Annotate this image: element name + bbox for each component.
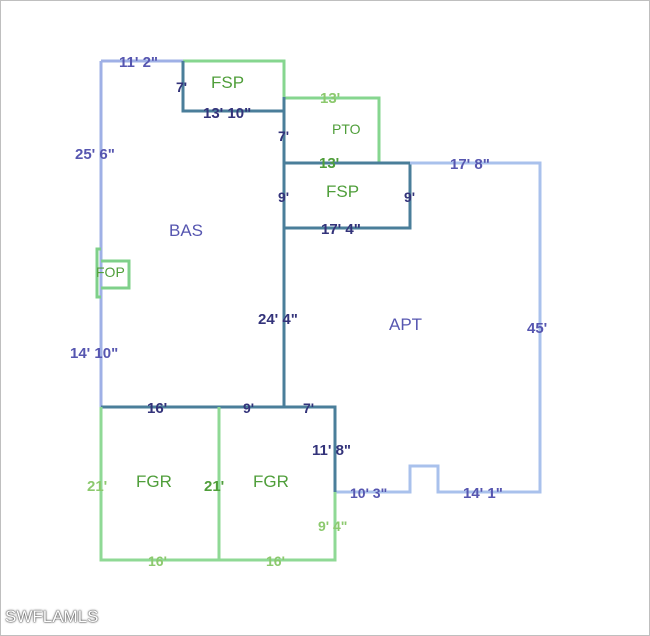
dim-fgr-left-side: 21' — [87, 478, 107, 495]
dim-top-left: 11' 2" — [119, 54, 158, 71]
room-label-pto: PTO — [332, 121, 361, 137]
room-label-fop: FOP — [96, 264, 125, 280]
dim-fgr-middle: 21' — [204, 478, 224, 495]
watermark: SWFLAMLS — [5, 607, 99, 626]
bas-apt-wall — [101, 97, 337, 492]
dim-apt-bottom-left: 7' — [303, 400, 314, 416]
dim-apt-bottom-mid: 10' 3" — [350, 485, 387, 501]
dim-fsp-mid-right: 9' — [404, 189, 415, 205]
dim-bas-left-lower: 14' 10" — [70, 345, 118, 362]
dim-bas-bottom-right: 9' — [243, 400, 254, 416]
dim-pto-top: 13' — [320, 90, 340, 107]
room-label-bas: BAS — [169, 221, 203, 240]
dim-fgr-right-side: 9' 4" — [318, 518, 347, 534]
fop-outline — [95, 247, 131, 299]
dim-apt-bottom-right: 14' 1" — [463, 485, 503, 502]
dim-pto-bottom: 13' — [319, 155, 339, 172]
dim-apt-top: 17' 8" — [450, 156, 490, 173]
fsp-top-wall — [181, 61, 284, 113]
dim-bas-left-upper: 25' 6" — [75, 146, 115, 163]
dim-fsp-mid-bottom: 17' 4" — [321, 221, 361, 238]
room-label-fgr-right: FGR — [253, 472, 289, 491]
dim-fsp-top-left: 7' — [176, 79, 187, 95]
dim-fsp-top-bottom: 13' 10" — [203, 105, 251, 122]
dim-pto-left: 7' — [278, 128, 289, 144]
dim-bas-apt-wall: 24' 4" — [258, 311, 298, 328]
fgr-outline — [99, 407, 337, 562]
room-label-fsp-mid: FSP — [326, 182, 359, 201]
fsp-top-outline — [183, 59, 286, 97]
dim-apt-right: 45' — [527, 320, 547, 337]
dim-fgr-left-bottom: 16' — [148, 553, 167, 569]
dim-apt-lower-left: 11' 8" — [312, 442, 351, 459]
dim-bas-bottom: 16' — [147, 400, 167, 417]
dim-fsp-mid-left: 9' — [278, 189, 289, 205]
room-label-fgr-left: FGR — [136, 472, 172, 491]
room-label-fsp-top: FSP — [211, 73, 244, 92]
fsp-mid-outline — [284, 161, 412, 230]
room-label-apt: APT — [389, 315, 422, 334]
dim-fgr-right-bottom: 16' — [266, 553, 285, 569]
